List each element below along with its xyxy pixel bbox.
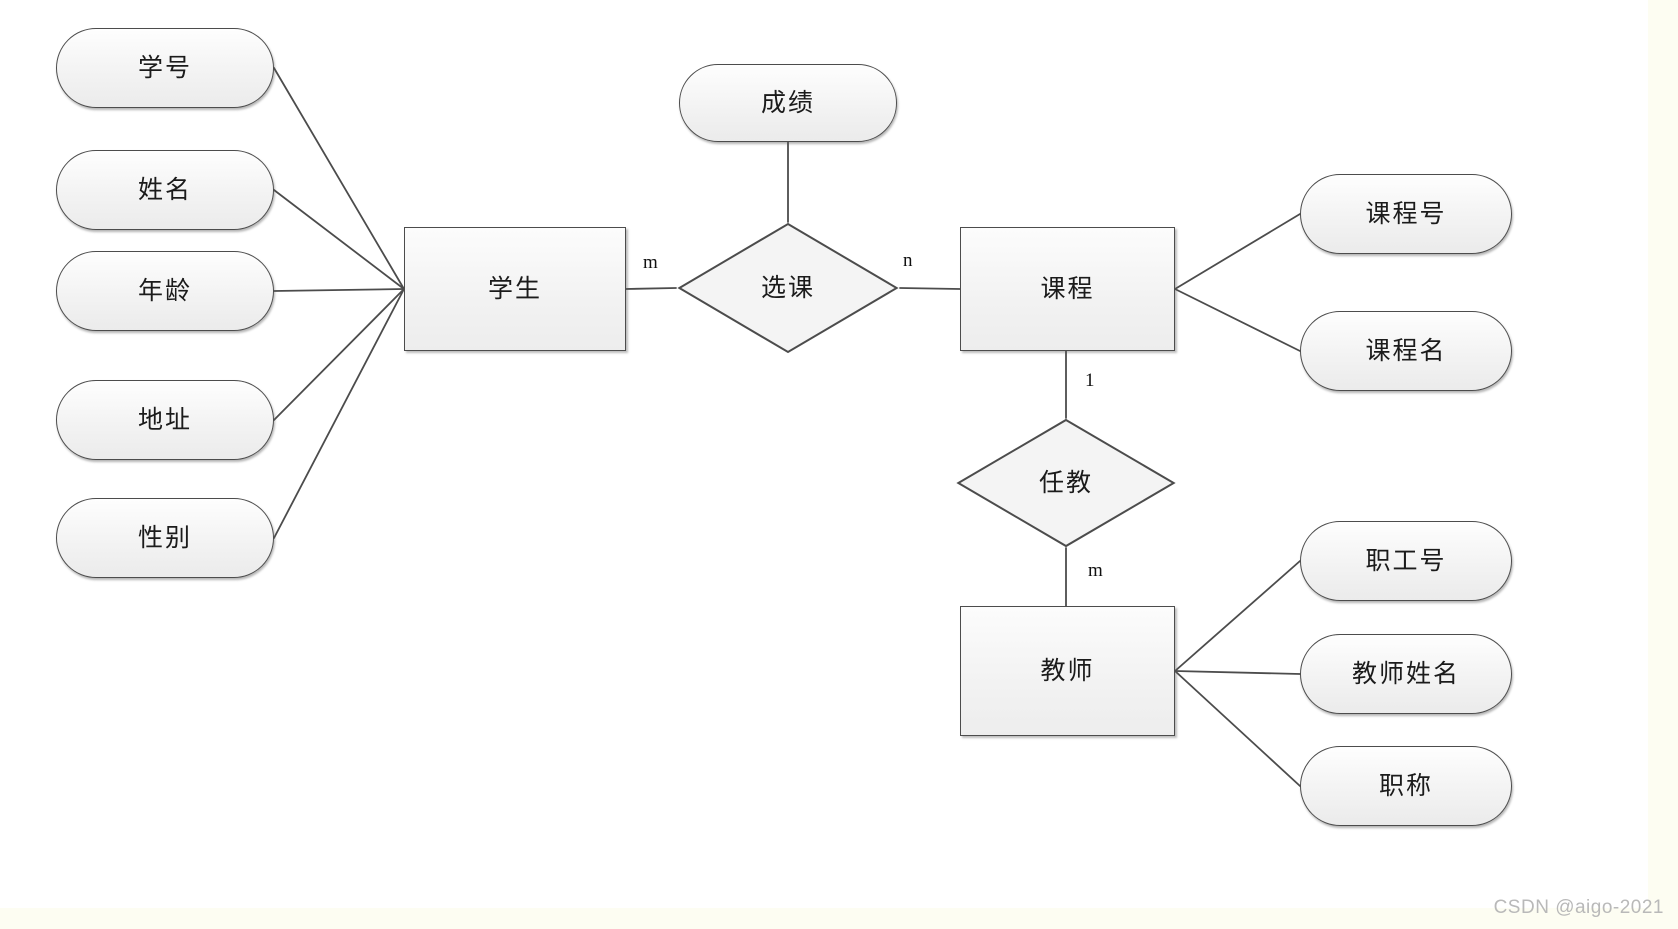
attribute-student-address[interactable]: 地址: [56, 380, 274, 460]
edge-teacher-to-teacher-id: [1174, 560, 1301, 672]
attribute-student-age[interactable]: 年龄: [56, 251, 274, 331]
attribute-label: 地址: [137, 406, 192, 434]
edge-enroll-to-course: [899, 287, 961, 290]
attribute-label: 年龄: [137, 277, 192, 305]
diagram-sheet: 学号 姓名 年龄 地址 性别 成绩 课程号 课程名: [0, 0, 1648, 908]
attribute-label: 职称: [1378, 772, 1433, 800]
entity-course[interactable]: 课程: [960, 227, 1175, 351]
edge-teacher-to-teacher-title: [1174, 670, 1301, 787]
attribute-label: 性别: [137, 524, 192, 552]
attribute-label: 职工号: [1365, 547, 1447, 575]
watermark: CSDN @aigo-2021: [1493, 897, 1664, 918]
edge-student-name-to-student: [273, 189, 405, 290]
diamond-shape: [955, 418, 1177, 548]
cardinality-teaches-teacher: m: [1088, 560, 1103, 581]
attribute-course-name[interactable]: 课程名: [1300, 311, 1512, 391]
edge-student-gender-to-student: [273, 288, 405, 539]
entity-label: 课程: [1040, 275, 1095, 303]
attribute-teacher-id[interactable]: 职工号: [1300, 521, 1512, 601]
attribute-label: 学号: [137, 54, 192, 82]
entity-student[interactable]: 学生: [404, 227, 626, 351]
edge-course-to-course-name: [1174, 288, 1301, 352]
attribute-student-gender[interactable]: 性别: [56, 498, 274, 578]
cardinality-course-teaches: 1: [1085, 370, 1095, 391]
attribute-label: 教师姓名: [1351, 660, 1460, 688]
attribute-grade[interactable]: 成绩: [679, 64, 897, 142]
edge-student-age-to-student: [273, 288, 405, 292]
entity-teacher[interactable]: 教师: [960, 606, 1175, 736]
edge-student-addr-to-student: [273, 288, 405, 421]
attribute-label: 课程号: [1365, 200, 1447, 228]
attribute-student-name[interactable]: 姓名: [56, 150, 274, 230]
edge-teacher-to-teacher-name: [1174, 670, 1301, 675]
attribute-student-id[interactable]: 学号: [56, 28, 274, 108]
relationship-label: 选课: [760, 274, 815, 302]
relationship-label: 任教: [1038, 469, 1093, 497]
cardinality-enroll-course: n: [903, 250, 913, 271]
attribute-label: 课程名: [1365, 337, 1447, 365]
entity-label: 学生: [487, 275, 542, 303]
er-diagram: 学号 姓名 年龄 地址 性别 成绩 课程号 课程名: [56, 28, 1512, 826]
attribute-course-id[interactable]: 课程号: [1300, 174, 1512, 254]
relationship-enroll[interactable]: 选课: [676, 222, 900, 354]
edge-course-to-course-id: [1174, 213, 1301, 290]
relationship-teaches[interactable]: 任教: [955, 418, 1177, 548]
entity-label: 教师: [1040, 657, 1095, 685]
diamond-shape: [676, 222, 900, 354]
attribute-teacher-name[interactable]: 教师姓名: [1300, 634, 1512, 714]
cardinality-student-enroll: m: [643, 252, 658, 273]
edge-layer: [273, 67, 1301, 787]
attribute-teacher-title[interactable]: 职称: [1300, 746, 1512, 826]
attribute-label: 成绩: [760, 89, 815, 117]
edge-student-to-enroll: [625, 287, 677, 290]
attribute-label: 姓名: [137, 176, 192, 204]
edge-student-id-to-student: [273, 67, 405, 290]
